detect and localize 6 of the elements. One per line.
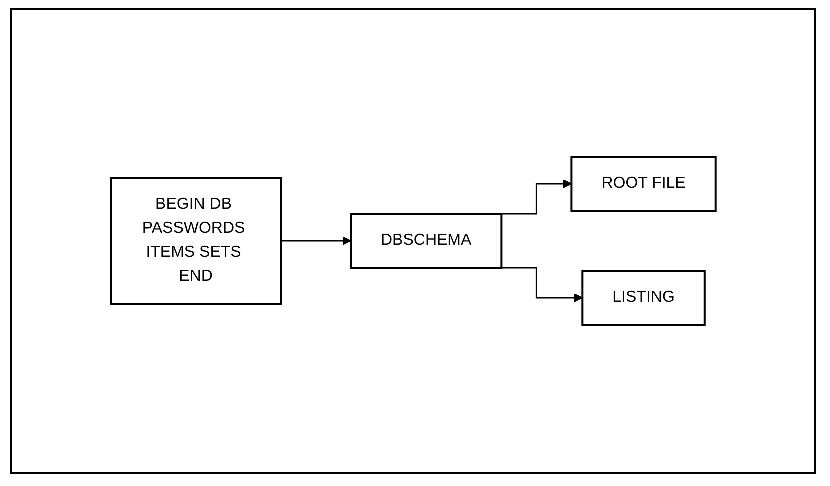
diagram-frame: BEGIN DB PASSWORDS ITEMS SETS END DBSCHEMA ROOT FILE LISTING xyxy=(10,8,816,474)
node-box xyxy=(350,213,502,269)
node-box xyxy=(581,270,706,326)
node-box xyxy=(110,177,282,305)
node-box xyxy=(570,156,716,212)
arrow xyxy=(280,236,351,246)
